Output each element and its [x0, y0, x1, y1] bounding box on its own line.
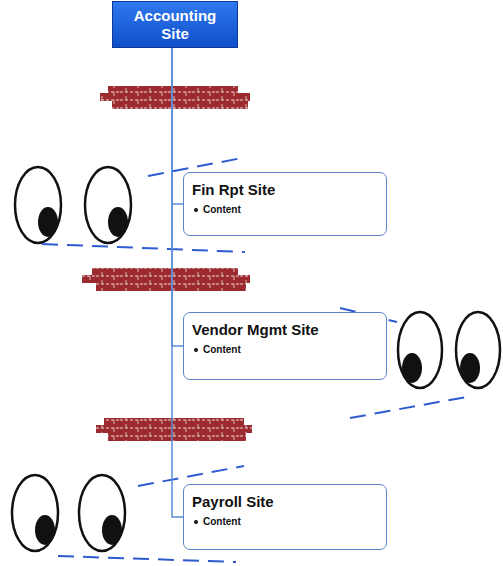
bullet-row: Content — [194, 516, 378, 528]
site-title: Payroll Site — [192, 492, 378, 511]
brick-wall — [96, 418, 252, 441]
site-title: Fin Rpt Site — [192, 180, 378, 199]
subsite-box: Payroll SiteContent — [183, 484, 387, 550]
watching-eyes — [12, 475, 125, 551]
site-box: Accounting Site — [112, 1, 238, 48]
bullet — [194, 520, 198, 524]
tree-connector — [172, 48, 183, 346]
tree-connector — [172, 48, 183, 517]
watching-eyes — [15, 167, 131, 243]
content-item: Content — [203, 204, 241, 216]
bullet — [194, 348, 198, 352]
content-item: Content — [203, 516, 241, 528]
bullet — [194, 208, 198, 212]
bullet-row: Content — [194, 204, 378, 216]
site-title: Vendor Mgmt Site — [192, 320, 378, 339]
watching-eyes — [398, 312, 500, 388]
content-item: Content — [203, 344, 241, 356]
brick-wall — [82, 268, 250, 291]
brick-wall — [100, 86, 250, 109]
site-title: Accounting Site — [119, 7, 231, 43]
subsite-box: Vendor Mgmt SiteContent — [183, 312, 387, 380]
subsite-box: Fin Rpt SiteContent — [183, 172, 387, 236]
bullet-row: Content — [194, 344, 378, 356]
tree-connector — [172, 48, 183, 204]
